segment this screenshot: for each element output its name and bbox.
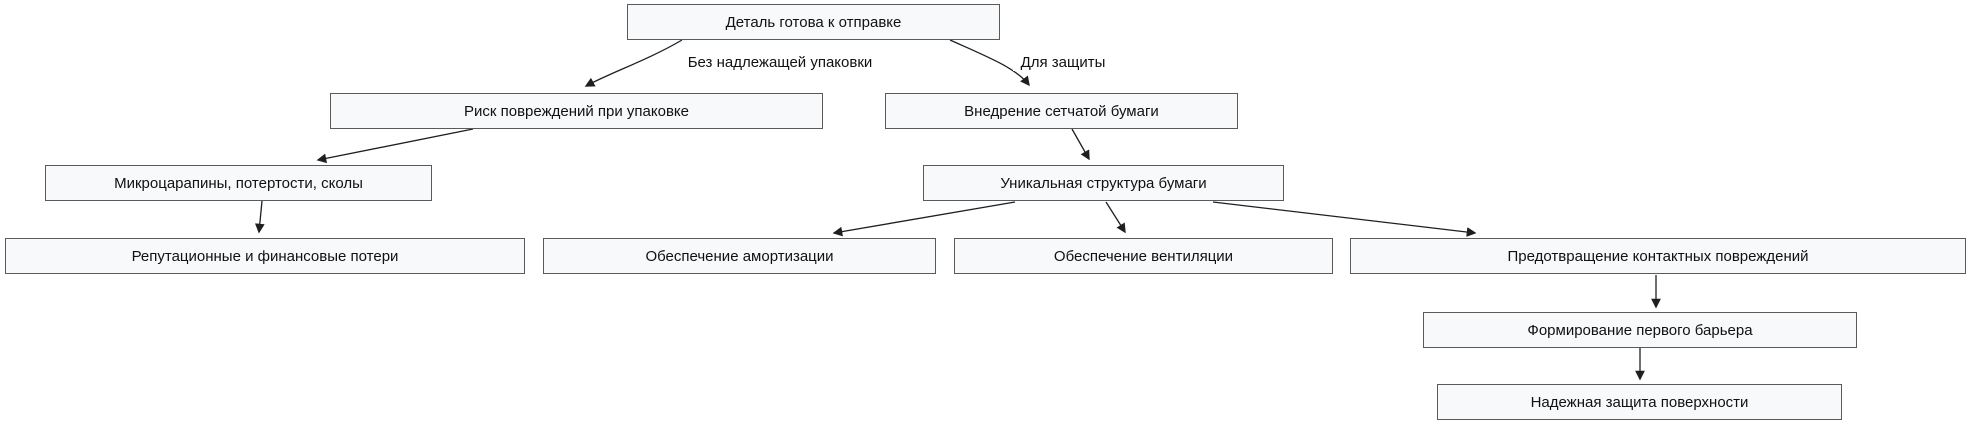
edge-part-ready-to-packing-risk (584, 39, 683, 87)
node-contact-protection: Предотвращение контактных повреждений (1350, 238, 1966, 274)
node-mesh-paper: Внедрение сетчатой бумаги (885, 93, 1238, 129)
edge-packing-risk-to-micro-scratches (316, 128, 474, 164)
edge-paper-structure-to-ventilation (1105, 201, 1126, 234)
node-packing-risk: Риск повреждений при упаковке (330, 93, 823, 129)
node-ventilation: Обеспечение вентиляции (954, 238, 1333, 274)
node-part-ready: Деталь готова к отправке (627, 4, 1000, 40)
edge-paper-structure-to-cushioning (832, 201, 1016, 237)
node-micro-scratches: Микроцарапины, потертости, сколы (45, 165, 432, 201)
edge-label-without-proper-packaging: Без надлежащей упаковки (660, 53, 900, 71)
edge-label-for-protection: Для защиты (1013, 53, 1113, 71)
node-surface-protection: Надежная защита поверхности (1437, 384, 1842, 420)
node-losses: Репутационные и финансовые потери (5, 238, 525, 274)
node-paper-structure: Уникальная структура бумаги (923, 165, 1284, 201)
edge-part-ready-to-mesh-paper (949, 39, 1030, 87)
edge-mesh-paper-to-paper-structure (1071, 128, 1090, 161)
node-cushioning: Обеспечение амортизации (543, 238, 936, 274)
edge-paper-structure-to-contact-protection (1212, 201, 1477, 237)
node-first-barrier: Формирование первого барьера (1423, 312, 1857, 348)
edge-micro-scratches-to-losses (254, 200, 265, 234)
